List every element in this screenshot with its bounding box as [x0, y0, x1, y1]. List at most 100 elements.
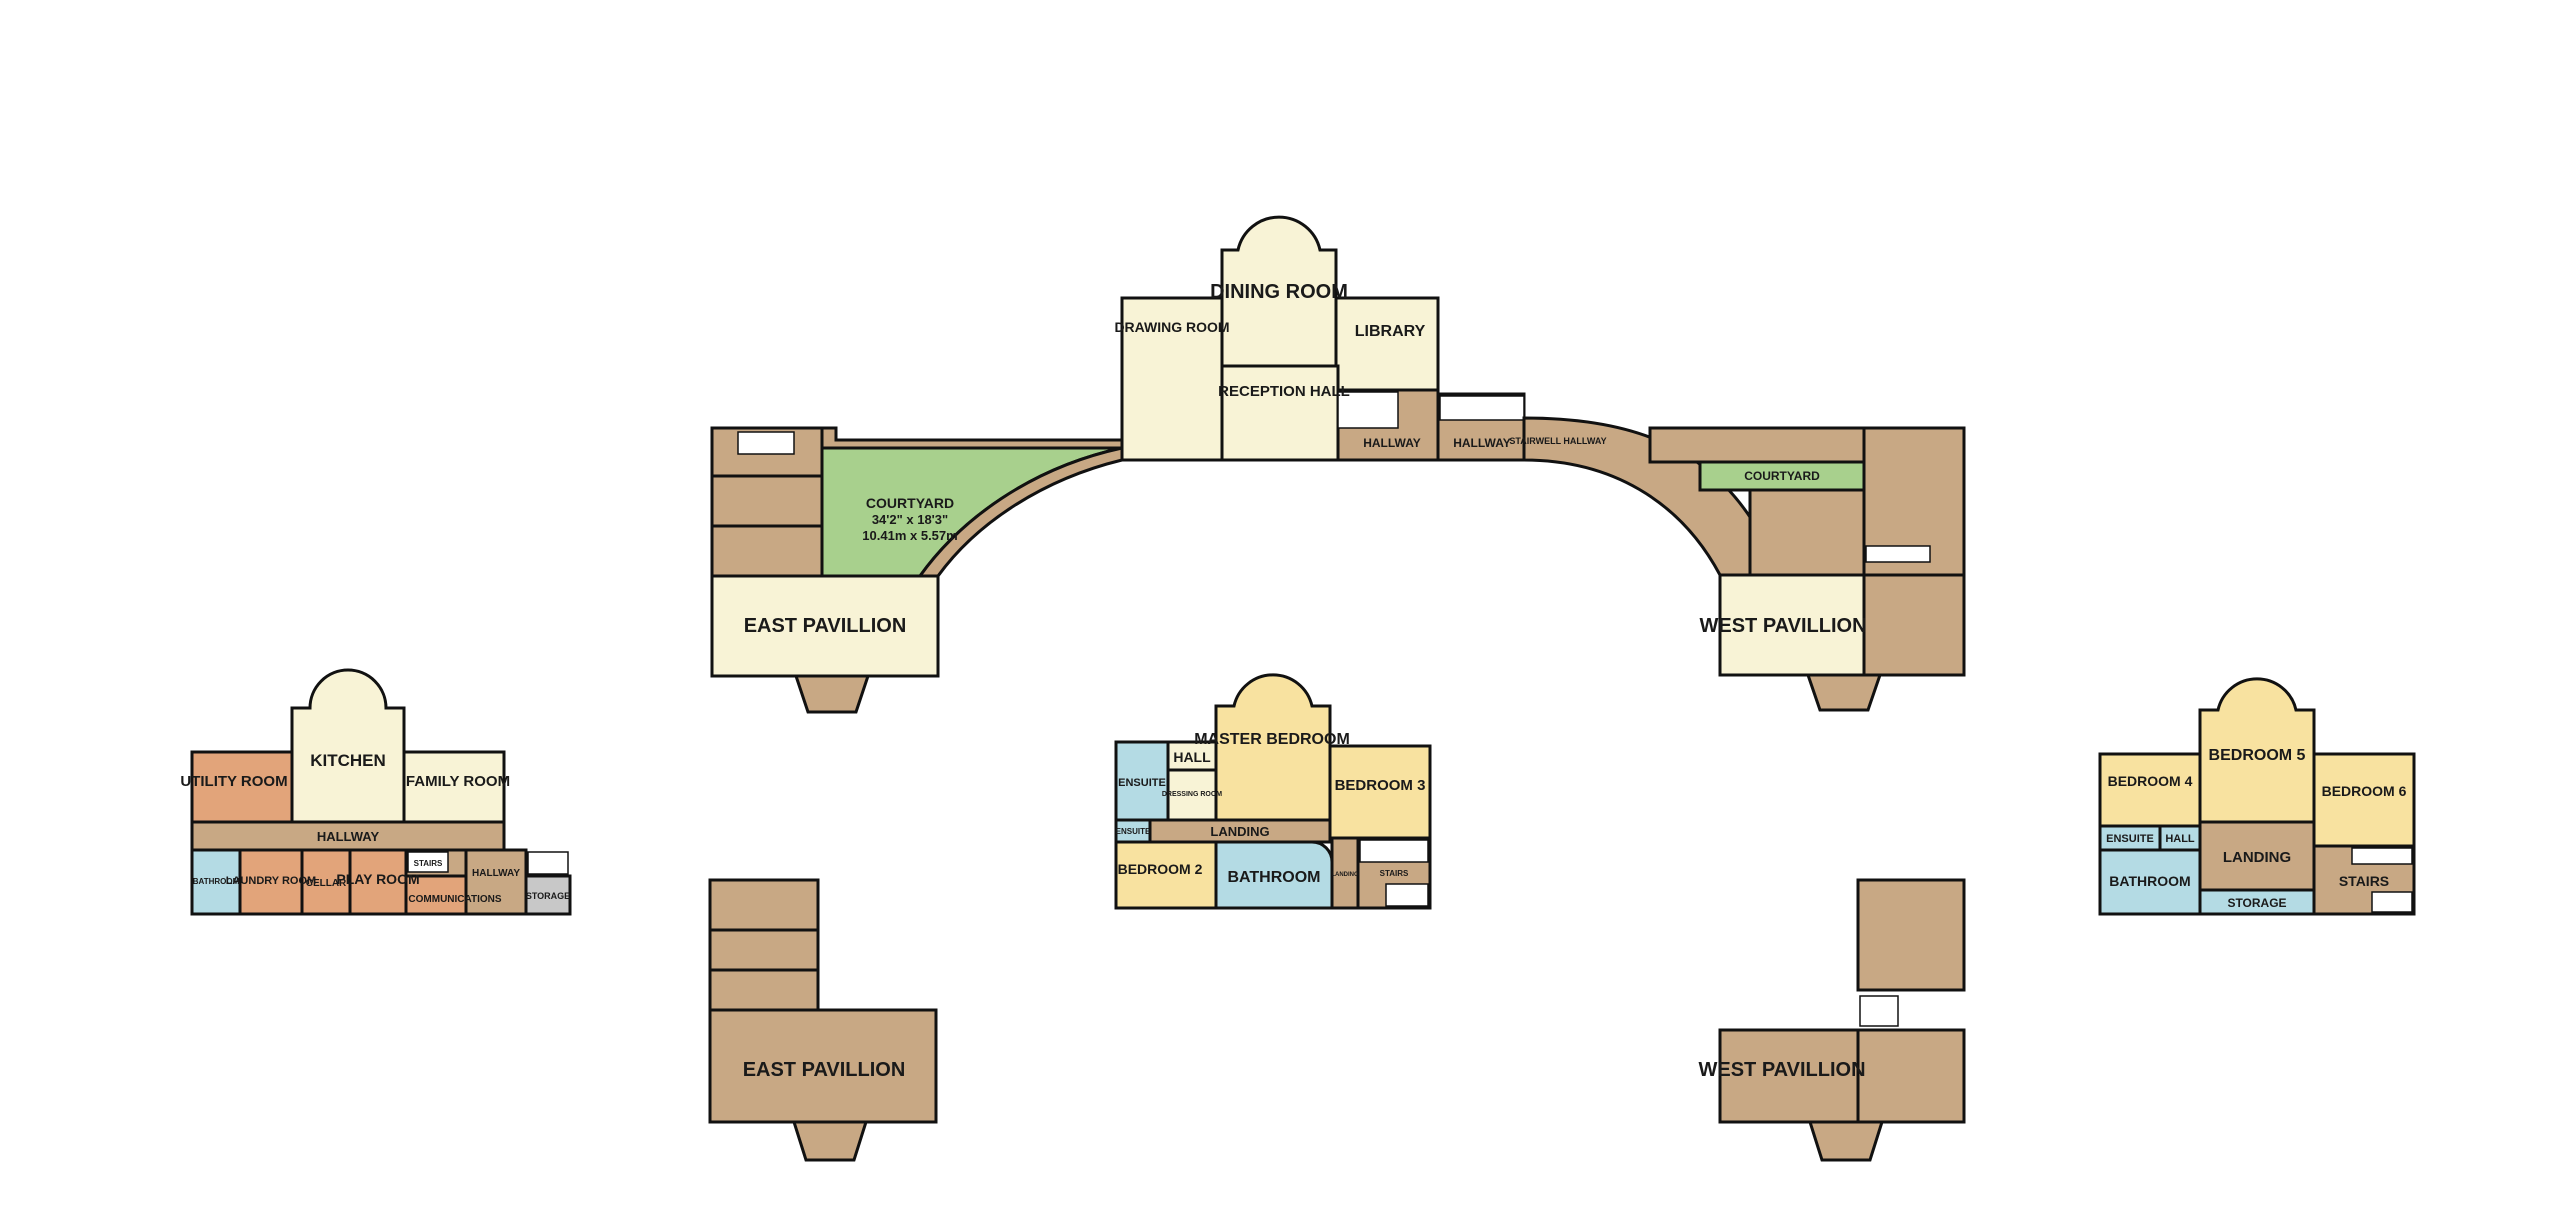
west-upper-bay	[1807, 1120, 1885, 1162]
east-pavillion-upper-plan: EAST PAVILLION	[708, 878, 938, 1162]
courtyard-small-label: COURTYARD	[1744, 469, 1820, 483]
utility-room-label: UTILITY ROOM	[180, 773, 287, 790]
bathroom-second-shape	[2098, 848, 2202, 916]
utility-room-shape	[190, 750, 294, 824]
west-pavillion-label: WEST PAVILLION	[1699, 615, 1866, 637]
laundry-room-shape	[238, 848, 304, 916]
west-pavillion-ground-shape	[1718, 573, 1866, 677]
hallway-lower-2-shape	[464, 848, 528, 916]
library-shape	[1334, 296, 1440, 392]
east-pavillion-label: EAST PAVILLION	[744, 615, 907, 637]
dining-room-label-line: DINING ROOM	[1210, 281, 1348, 303]
east-bay-shape	[793, 674, 871, 714]
stairs-icon	[1359, 839, 1429, 863]
storage-second-shape	[2198, 888, 2316, 916]
stairs-icon	[1865, 545, 1931, 563]
play-room-label: PLAY ROOM	[336, 871, 419, 887]
kitchen-label: KITCHEN	[310, 751, 386, 770]
courtyard-dims-metric: 10.41m x 5.57m	[862, 528, 957, 543]
bathroom-lower-label: BATHROOM	[193, 877, 240, 886]
hall-second-label: HALL	[2165, 833, 2195, 845]
ensuite-second-label: ENSUITE	[2106, 833, 2154, 845]
hallway-label: HALLWAY	[1363, 436, 1421, 450]
ensuite-first-label: ENSUITE	[1118, 777, 1166, 789]
bedroom-4-label: BEDROOM 4	[2108, 773, 2193, 789]
stairs-icon	[1337, 391, 1399, 429]
bedroom-6-shape	[2312, 752, 2416, 848]
second-floor-plan: BEDROOM 4 BEDROOM 5 BEDROOM 6 ENSUITE HA…	[2098, 677, 2416, 916]
west-wing-block	[1648, 426, 1866, 464]
west-upper-room	[1856, 1028, 1966, 1124]
play-room-shape	[348, 848, 408, 916]
landing-small-label: LANDING	[1331, 872, 1359, 878]
stairs-icon	[737, 431, 795, 455]
east-wing-room	[710, 524, 824, 578]
bedroom-5-label: BEDROOM 5	[2209, 747, 2306, 764]
bedroom-5-shape	[2198, 677, 2316, 824]
bedroom-2-label: BEDROOM 2	[1118, 861, 1203, 877]
dressing-room-label: DRESSING ROOM	[1162, 791, 1222, 798]
bathroom-second-label: BATHROOM	[2109, 873, 2190, 889]
family-room-label: FAMILY ROOM	[406, 773, 510, 790]
east-upper-room	[708, 878, 820, 932]
east-upper-bay	[791, 1120, 869, 1162]
dining-room-shape	[1220, 215, 1338, 368]
dressing-room-shape	[1166, 768, 1218, 822]
ensuite-first-2-shape	[1114, 818, 1152, 844]
storage-second-label: STORAGE	[2227, 896, 2286, 910]
stairs-icon	[2351, 847, 2413, 865]
stairs-first-label: STAIRS	[1380, 869, 1409, 878]
stairs-icon	[1439, 395, 1525, 421]
courtyard-dims-imperial: 34'2" x 18'3"	[872, 512, 948, 527]
west-wing-room	[1862, 573, 1966, 677]
stairs-icon	[407, 851, 449, 873]
west-pavillion-upper-label: WEST PAVILLION	[1698, 1059, 1865, 1081]
communications-label: COMMUNICATIONS	[408, 894, 501, 905]
stairwell-hallway-label: STAIRWELL HALLWAY	[1509, 436, 1606, 446]
dining-room-label: DINING ROOM	[1210, 281, 1348, 303]
drawing-room-label: DRAWING ROOM	[1114, 319, 1229, 335]
kitchen-shape	[290, 668, 406, 824]
west-pavillion-upper-plan: WEST PAVILLION	[1698, 878, 1966, 1162]
courtyard-label: COURTYARD	[866, 495, 954, 511]
bedroom-6-label: BEDROOM 6	[2322, 783, 2407, 799]
stairs-lower-label: STAIRS	[414, 859, 443, 868]
bedroom-3-shape	[1328, 744, 1432, 840]
bathroom-first-label: BATHROOM	[1227, 869, 1320, 886]
storage-lower-label: STORAGE	[526, 891, 570, 901]
west-bay-shape	[1805, 673, 1883, 712]
reception-hall-shape	[1220, 364, 1340, 462]
master-bedroom-shape	[1214, 673, 1332, 822]
first-floor-plan: MASTER BEDROOM HALL ENSUITE DRESSING ROO…	[1114, 673, 1432, 910]
landing-small-shape	[1330, 836, 1360, 910]
lower-ground-plan: KITCHEN UTILITY ROOM FAMILY ROOM HALLWAY…	[180, 668, 572, 916]
east-upper-room	[708, 968, 820, 1012]
west-upper-room	[1856, 878, 1966, 992]
bathroom-lower-shape	[190, 848, 242, 916]
bedroom-2-shape	[1114, 840, 1218, 910]
hallway-lower-2-label: HALLWAY	[472, 868, 520, 879]
east-wing-room	[710, 474, 824, 528]
stairs-icon	[1385, 883, 1429, 907]
east-upper-room	[708, 928, 820, 972]
cellar-label: CELLAR	[306, 878, 347, 889]
landing-second-label: LANDING	[2223, 849, 2291, 866]
west-wing-room	[1748, 488, 1866, 577]
master-bedroom-label: MASTER BEDROOM	[1194, 731, 1350, 748]
ensuite-first-2-label: ENSUITE	[1116, 827, 1151, 836]
east-pavillion-upper-label: EAST PAVILLION	[743, 1059, 906, 1081]
stairs-icon	[2371, 891, 2413, 913]
east-wing-top-corridor	[820, 426, 1124, 450]
reception-hall-label: RECEPTION HALL	[1218, 383, 1350, 400]
hallway-label: HALLWAY	[1453, 436, 1511, 450]
stairs-icon	[527, 851, 569, 875]
hallway-lower-label: HALLWAY	[317, 829, 380, 844]
hall-first-label: HALL	[1173, 749, 1211, 765]
west-pavillion-upper-shape	[1718, 1028, 1860, 1124]
bedroom-3-label: BEDROOM 3	[1335, 777, 1426, 794]
stairs-second-label: STAIRS	[2339, 873, 2389, 889]
ground-floor-plan: DINING ROOM DRAWING ROOM LIBRARY RECEPTI…	[710, 215, 1966, 714]
bedroom-4-shape	[2098, 752, 2202, 828]
east-pavillion-upper-shape	[708, 1008, 938, 1124]
